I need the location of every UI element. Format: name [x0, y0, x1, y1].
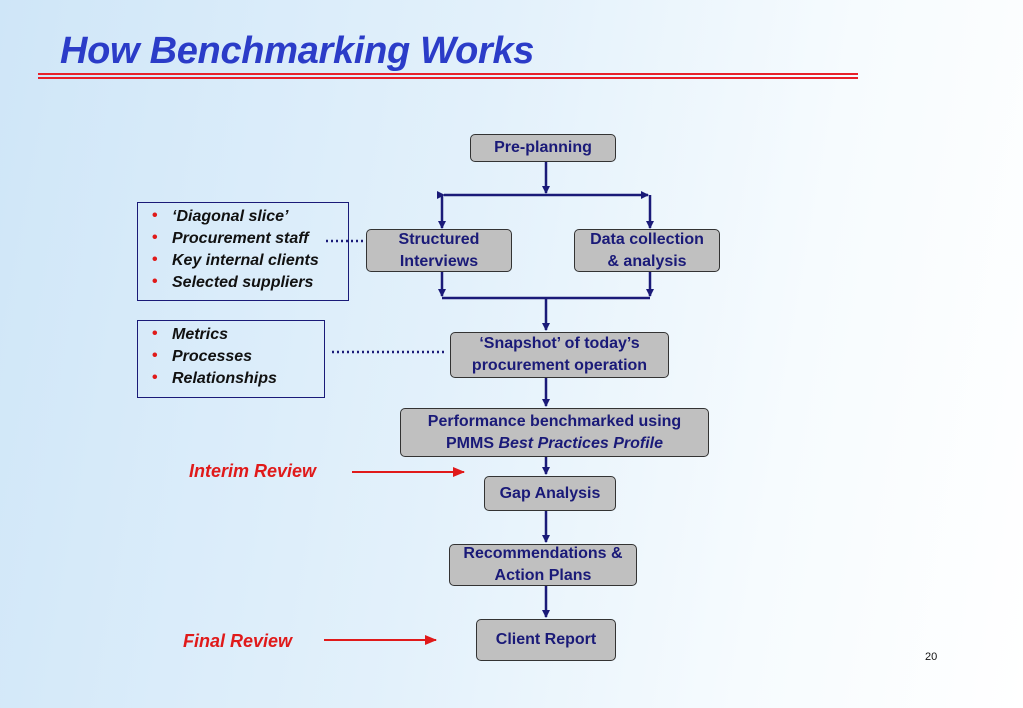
list-item: •Key internal clients: [152, 251, 319, 269]
title-underline: [38, 73, 858, 81]
gap-analysis-box: Gap Analysis: [484, 476, 616, 511]
bullet-icon: •: [152, 347, 158, 364]
list-item: •Procurement staff: [152, 229, 309, 247]
bullet-icon: •: [152, 273, 158, 290]
page-title: How Benchmarking Works: [60, 30, 535, 72]
final-review-label: Final Review: [183, 631, 293, 651]
bullet-icon: •: [152, 369, 158, 386]
interim-review-label: Interim Review: [189, 461, 317, 481]
list-item: •Selected suppliers: [152, 273, 314, 291]
bullet-icon: •: [152, 251, 158, 268]
interviews-list-box: •‘Diagonal slice’ •Procurement staff •Ke…: [137, 202, 349, 301]
list-item: •Relationships: [152, 369, 277, 387]
client-report-box: Client Report: [476, 619, 616, 661]
page-number: 20: [925, 651, 938, 663]
snapshot-list-box: •Metrics •Processes •Relationships: [137, 320, 325, 398]
preplanning-box: Pre-planning: [470, 134, 616, 162]
bullet-icon: •: [152, 229, 158, 246]
data-collection-box: Data collection& analysis: [574, 229, 720, 272]
list-item: •‘Diagonal slice’: [152, 207, 289, 225]
list-item: •Metrics: [152, 325, 229, 343]
performance-box: Performance benchmarked using PMMS Best …: [400, 408, 709, 457]
list-item: •Processes: [152, 347, 253, 365]
bullet-icon: •: [152, 325, 158, 342]
recommendations-box: Recommendations &Action Plans: [449, 544, 637, 586]
bullet-icon: •: [152, 207, 158, 224]
